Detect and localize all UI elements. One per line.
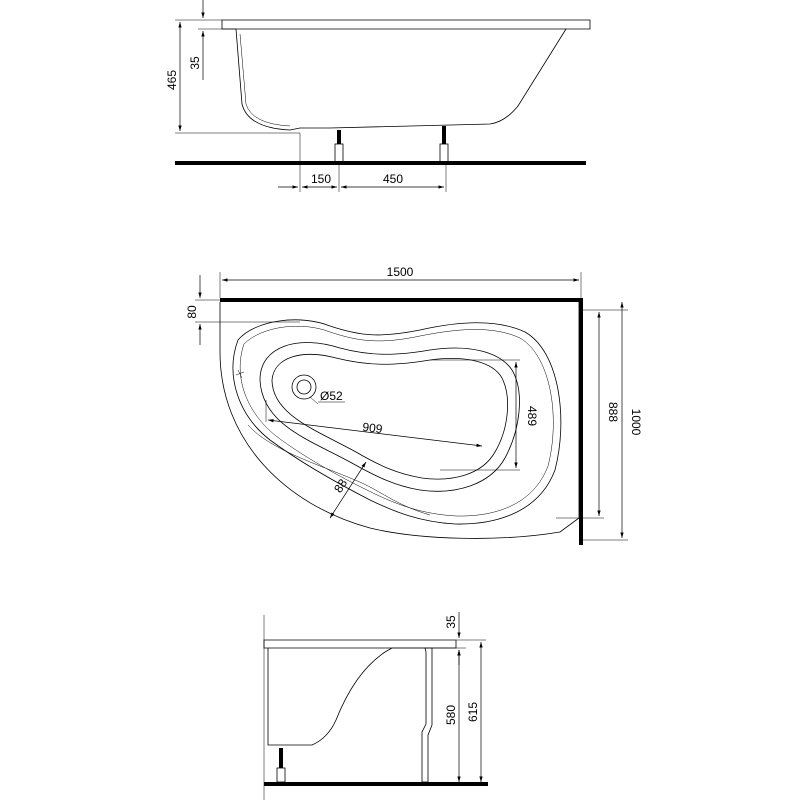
top-view-width-label: 1000 [629,409,643,436]
front-view-tub-body [267,647,393,746]
top-view-inner-width-label: 888 [606,402,620,422]
front-view-leg-foot [276,767,286,783]
side-view-rim [221,19,591,30]
side-view-leg-foot-left [334,143,344,163]
front-view: 35 580 615 [263,612,488,800]
top-view-length-label: 1500 [387,265,414,279]
top-view-seat-width-label: 88 [331,476,350,495]
overflow-mark [235,369,245,379]
top-view-seat-curve [247,424,431,516]
side-view-leg-spacing-label: 450 [383,172,403,186]
side-view-leg-foot-right [439,143,449,163]
top-view-basin-inner [271,354,508,480]
front-view-panel-height-label: 580 [444,705,458,725]
top-view-seat-width-dim [329,461,367,519]
side-view-inner-line [239,33,291,127]
top-view: Ø52 1500 80 888 1000 489 909 8 [185,265,643,545]
top-view-rim-inner-outline [239,326,554,517]
side-view-leg-left [337,130,341,144]
drain-outer [291,374,317,400]
top-view-basin-length-dim [267,419,483,447]
side-view-depth-label: 465 [165,70,179,90]
side-view-tub-body [235,28,567,131]
top-view-basin-width-label: 489 [525,406,539,426]
side-view: 465 35 150 450 [165,0,591,192]
side-view-rim-label: 35 [188,56,202,70]
side-view-leg-offset-label: 150 [311,172,331,186]
top-view-outer-outline [219,302,580,539]
top-view-rim-label: 80 [185,305,199,319]
top-view-drain-label: Ø52 [320,389,343,403]
drain-inner [296,379,312,395]
top-view-rim-outline [232,319,562,525]
side-view-leg-right [442,126,446,144]
front-view-rim [263,639,457,649]
front-view-total-height-label: 615 [466,702,480,722]
front-view-panel [421,647,433,783]
front-view-leg [279,748,283,768]
front-view-rim-label: 35 [444,615,458,629]
top-view-basin-length-label: 909 [362,420,384,436]
